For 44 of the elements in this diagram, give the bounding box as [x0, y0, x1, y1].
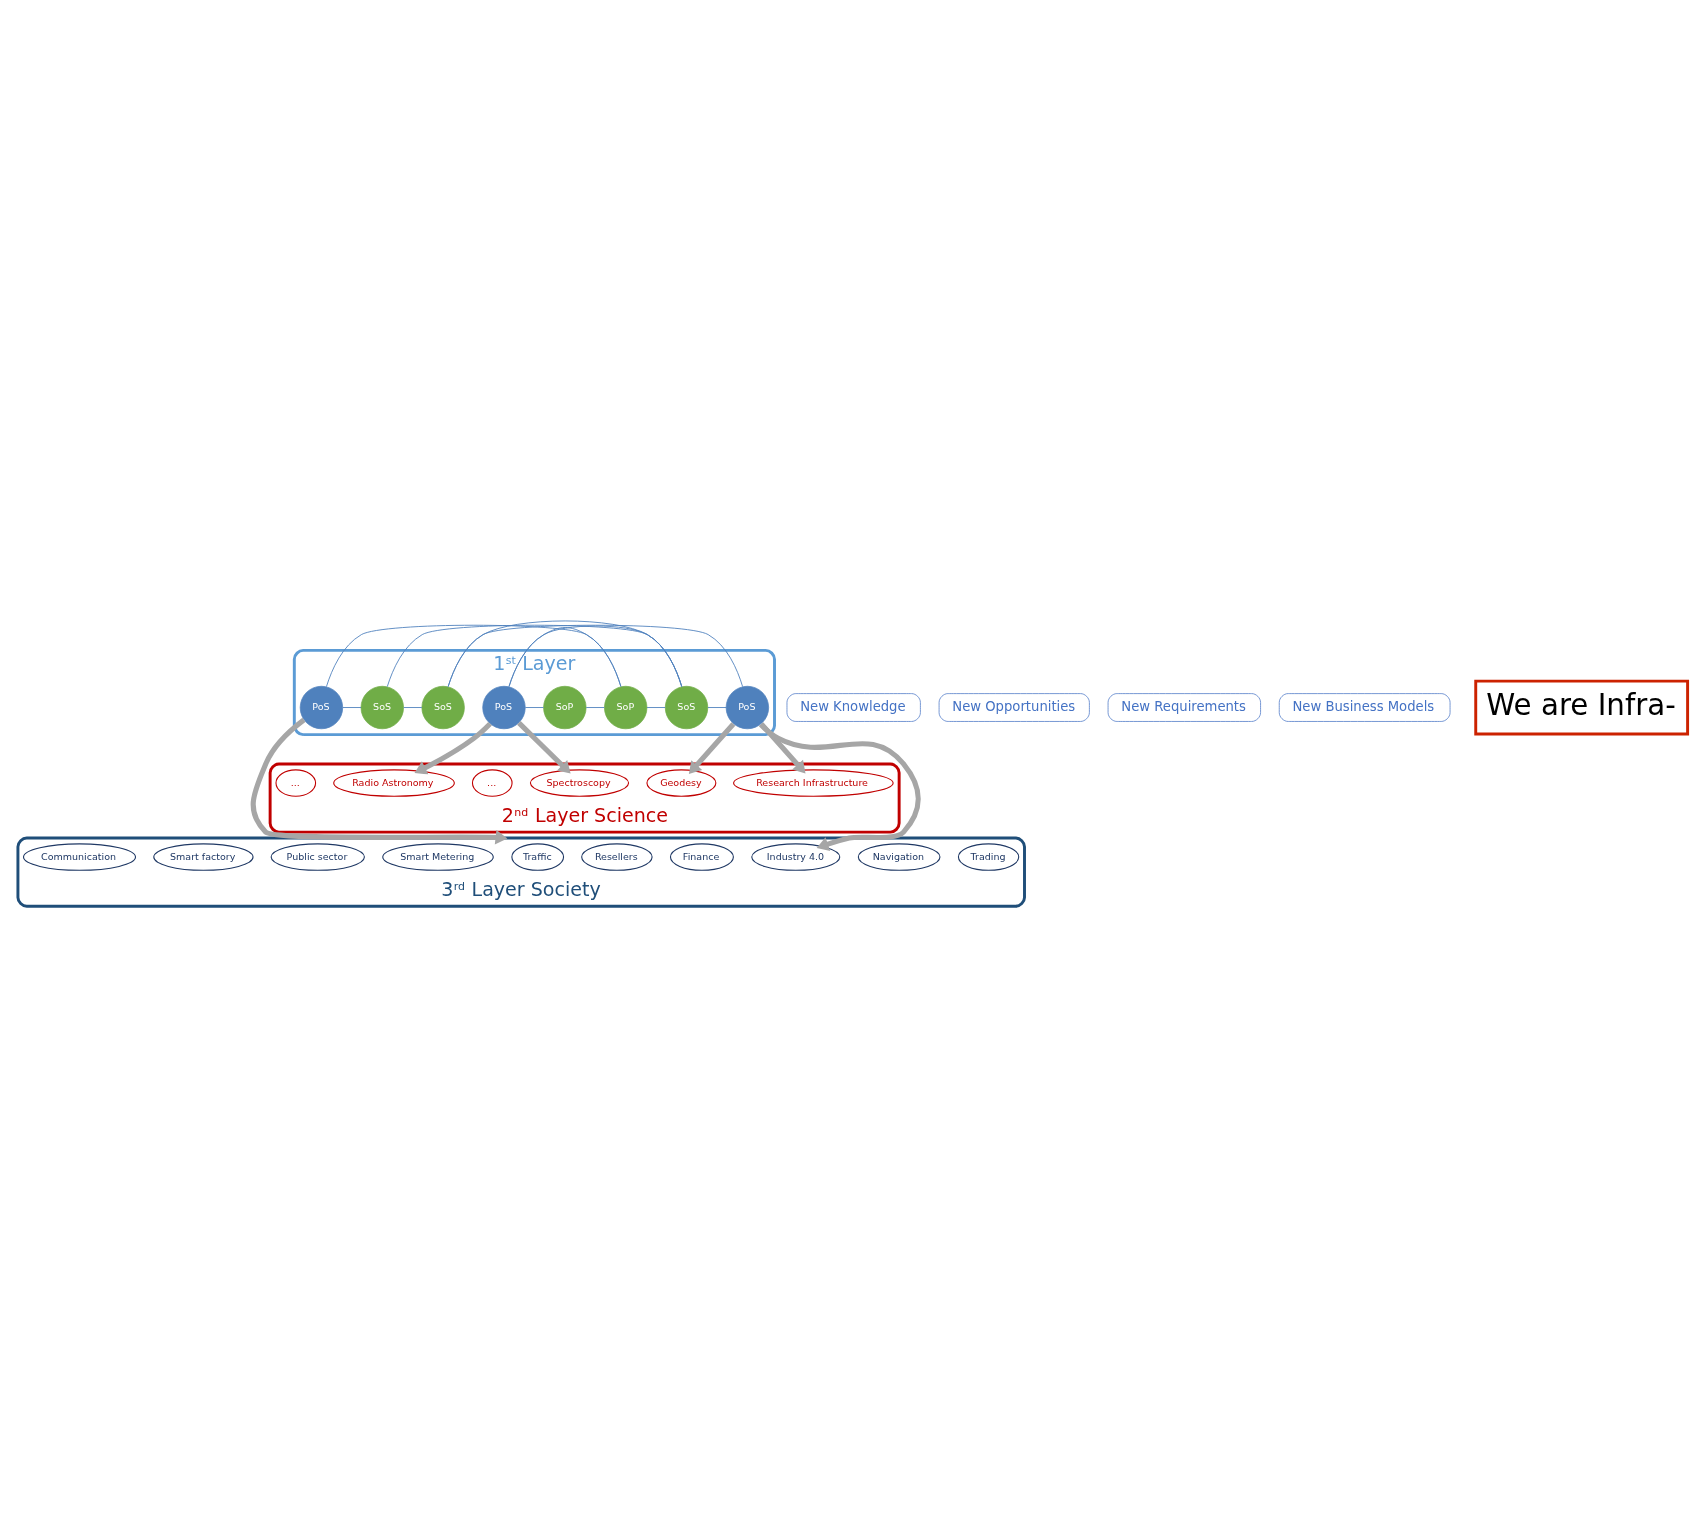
connector	[326, 624, 622, 688]
node-circle: SoS	[664, 685, 709, 730]
node-circle: SoS	[360, 685, 404, 730]
connector	[646, 707, 666, 708]
connector	[447, 620, 683, 688]
node-ellipse: Smart factory	[153, 843, 254, 871]
connector	[707, 707, 727, 708]
connector	[585, 707, 605, 708]
node-ellipse: Resellers	[581, 843, 653, 871]
arrow	[758, 722, 921, 851]
node-circle: SoS	[421, 685, 465, 730]
node-box: New Opportunities	[938, 693, 1090, 722]
connector	[386, 624, 683, 688]
connector	[342, 707, 362, 708]
node-box: New Requirements	[1107, 693, 1261, 722]
connector	[508, 625, 683, 688]
node-ellipse: Smart Metering	[382, 843, 494, 871]
node-circle: SoP	[604, 685, 648, 730]
arrow	[414, 722, 492, 775]
node-circle: PoS	[482, 685, 526, 730]
connector	[524, 707, 544, 708]
node-ellipse: Research Infrastructure	[733, 769, 894, 797]
arrow	[517, 721, 571, 774]
node-box: New Knowledge	[786, 693, 921, 722]
node-ellipse: Industry 4.0	[751, 843, 841, 871]
node-circle: PoS	[725, 685, 769, 730]
node-ellipse: Trading	[957, 843, 1020, 871]
connector	[403, 707, 423, 708]
node-ellipse: Navigation	[857, 843, 941, 871]
label: We are Infra-	[1486, 687, 1676, 722]
node-ellipse: ...	[471, 769, 513, 797]
node-ellipse: ...	[275, 769, 317, 797]
node-circle: PoS	[299, 685, 344, 730]
node-ellipse: Radio Astronomy	[333, 769, 455, 797]
arrow	[250, 717, 508, 845]
node-ellipse: Geodesy	[646, 769, 717, 797]
node-circle: SoP	[543, 685, 587, 730]
node-ellipse: Communication	[22, 843, 137, 871]
node-ellipse: Spectroscopy	[529, 769, 630, 797]
arrow	[688, 722, 736, 774]
node-ellipse: Traffic	[511, 843, 565, 871]
node-ellipse: Finance	[669, 843, 734, 871]
node-ellipse: Public sector	[270, 843, 365, 871]
node-box: New Business Models	[1278, 693, 1451, 722]
